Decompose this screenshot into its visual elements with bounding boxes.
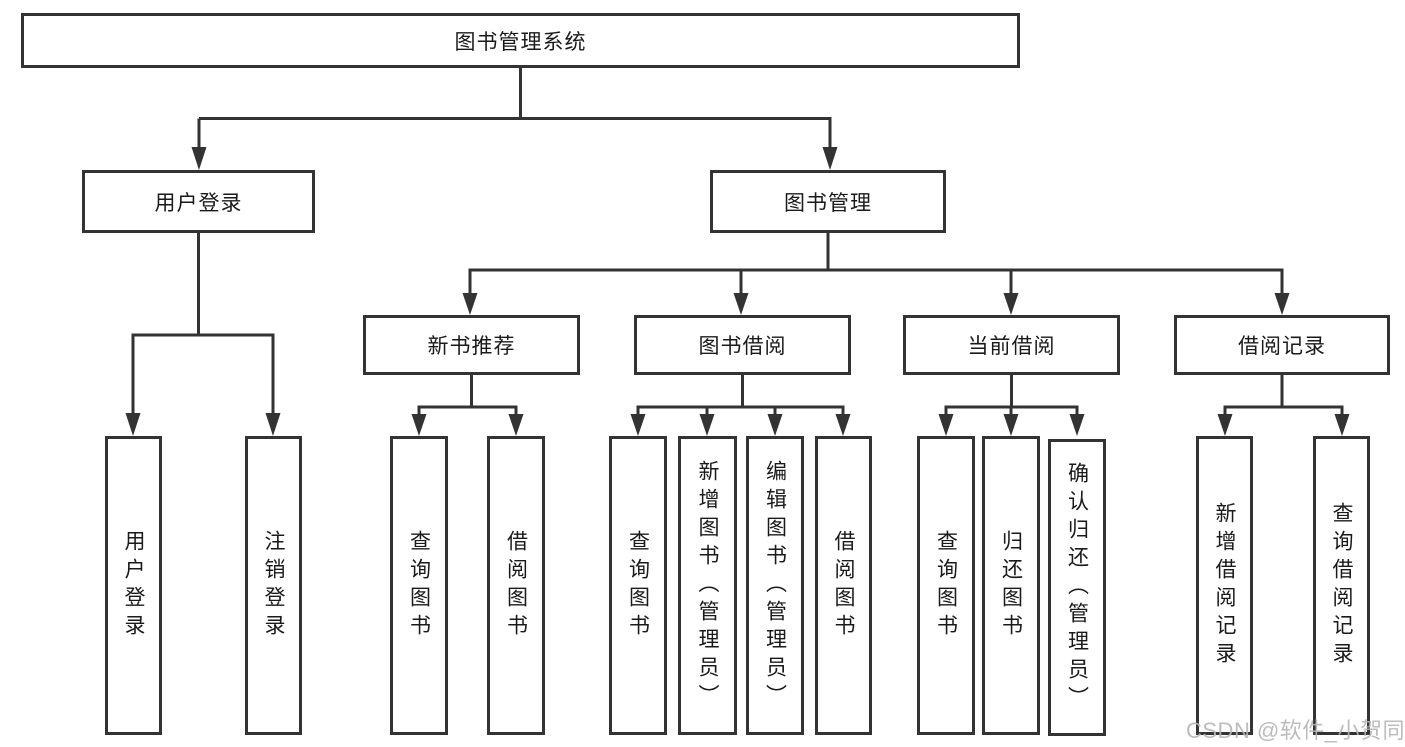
node-label: 新增图书（管理员） [696,459,719,712]
node-label: 用户登录 [122,529,145,642]
node-library-management-system: 图书管理系统 [21,13,1020,68]
node-label: 新书推荐 [427,335,516,358]
node-new-book-recommend: 新书推荐 [363,315,580,375]
arrowhead-icons [125,147,1350,436]
node-label: 确认归还（管理员） [1065,461,1089,714]
node-label: 借阅图书 [832,529,855,642]
node-label: 查询图书 [626,529,650,642]
node-label: 编辑图书（管理员） [763,459,787,712]
node-label: 图书管理系统 [454,30,587,54]
leaf-query-books-borrow: 查询图书 [609,436,667,735]
node-label: 图书管理 [784,191,872,215]
leaf-borrow-books-recommend: 借阅图书 [487,436,545,735]
node-label: 归还图书 [999,529,1023,642]
leaf-query-borrow-record: 查询借阅记录 [1313,436,1370,735]
node-label: 查询图书 [407,529,431,642]
leaf-borrow-books: 借阅图书 [815,436,872,735]
node-label: 注销登录 [262,529,285,642]
node-user-login: 用户登录 [82,170,315,233]
node-borrow-records: 借阅记录 [1174,315,1390,375]
leaf-logout: 注销登录 [245,436,302,735]
node-label: 用户登录 [154,191,243,215]
leaf-confirm-return-admin: 确认归还（管理员） [1048,439,1106,736]
node-label: 借阅记录 [1238,335,1326,358]
leaf-return-book: 归还图书 [982,436,1040,735]
leaf-edit-book-admin: 编辑图书（管理员） [746,436,804,735]
node-label: 查询图书 [934,529,958,642]
node-label: 新增借阅记录 [1213,501,1236,670]
leaf-query-books-current: 查询图书 [917,436,975,735]
leaf-add-book-admin: 新增图书（管理员） [678,436,737,735]
node-label: 图书借阅 [698,335,787,358]
node-current-borrow: 当前借阅 [903,315,1120,375]
node-label: 当前借阅 [967,335,1056,358]
node-book-borrow: 图书借阅 [634,315,851,375]
node-book-management: 图书管理 [710,170,946,233]
leaf-user-login: 用户登录 [105,436,162,735]
leaf-query-books-recommend: 查询图书 [390,436,448,735]
csdn-watermark: CSDN @软件_小贺同学 [1186,718,1405,743]
leaf-add-borrow-record: 新增借阅记录 [1196,436,1253,735]
node-label: 借阅图书 [504,529,528,642]
node-label: 查询借阅记录 [1330,501,1353,670]
